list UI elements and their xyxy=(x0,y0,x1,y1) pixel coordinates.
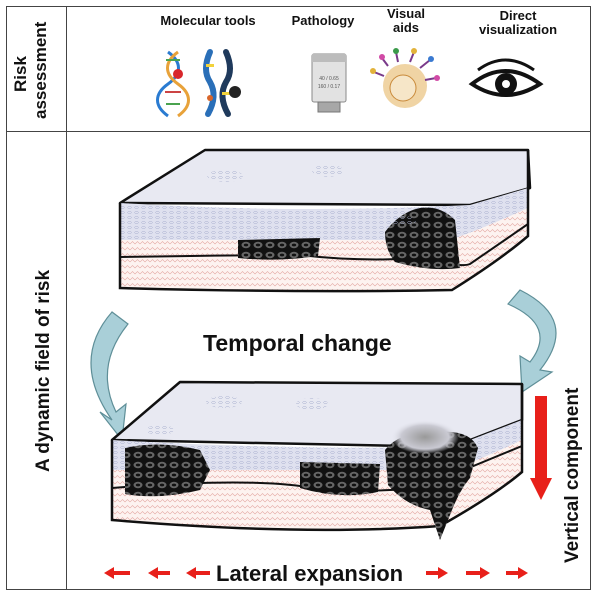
figure-frame xyxy=(6,6,591,590)
dna-helix-icon xyxy=(156,50,190,118)
eye-icon xyxy=(468,58,544,97)
tool-label-molecular-line1: Molecular tools xyxy=(160,13,256,28)
tool-label-direct-line2: visualization xyxy=(478,22,558,37)
vertical-component-label: Vertical component xyxy=(562,387,583,563)
lateral-expansion-label: Lateral expansion xyxy=(216,561,404,586)
tool-label-direct-line1: Direct xyxy=(499,8,537,23)
tool-label-visual-aids-line2: aids xyxy=(392,20,419,35)
svg-text:40 / 0.65: 40 / 0.65 xyxy=(319,76,339,82)
tool-label-visual-aids: Visual aids xyxy=(376,7,436,35)
lateral-arrows-right xyxy=(426,567,528,579)
tissue-block-late xyxy=(110,380,524,540)
tool-label-molecular: Molecular tools xyxy=(142,14,274,28)
microscope-objective-icon: 40 / 0.65 160 / 0.17 xyxy=(311,53,347,113)
lateral-arrows-left xyxy=(104,567,210,579)
tool-label-direct-visualization: Direct visualization xyxy=(462,9,574,37)
chromosome-icon xyxy=(203,49,241,117)
tissue-block-early xyxy=(118,148,532,293)
tool-label-pathology-line1: Pathology xyxy=(291,13,355,28)
curved-arrow-right xyxy=(507,289,557,394)
column-divider xyxy=(66,6,67,590)
temporal-change-label: Temporal change xyxy=(203,330,392,356)
cell-stain-icon xyxy=(370,48,440,108)
tool-label-visual-aids-line1: Visual xyxy=(386,6,426,21)
curved-arrow-left xyxy=(90,311,129,442)
tool-label-pathology: Pathology xyxy=(282,14,364,28)
row-divider xyxy=(6,131,591,132)
vertical-component-arrow xyxy=(530,396,552,500)
svg-text:160 / 0.17: 160 / 0.17 xyxy=(318,84,340,90)
